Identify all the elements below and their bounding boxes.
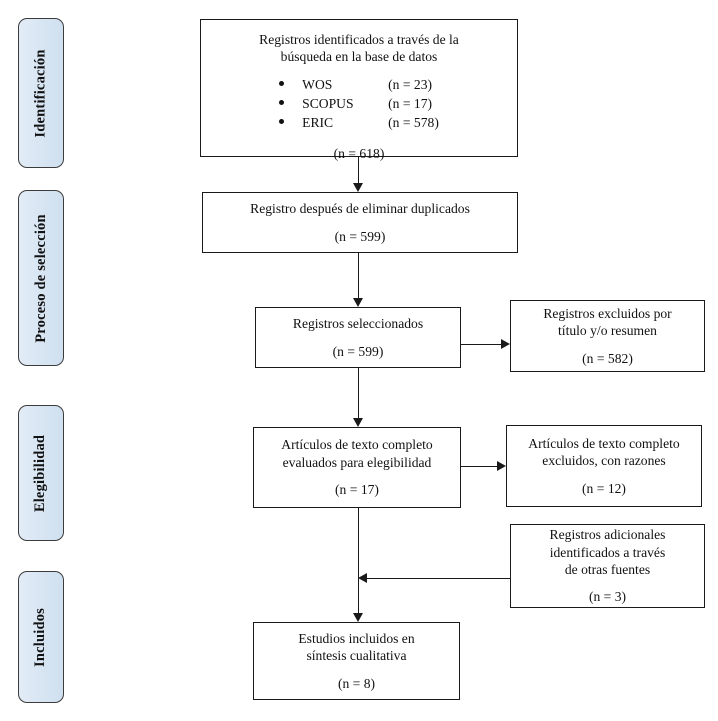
box-excluded-title-abstract-line1: Registros excluidos por	[543, 305, 672, 321]
source-database-list: WOS (n = 23) SCOPUS (n = 17) ERIC (n = 5…	[279, 75, 439, 133]
stage-incluidos: Incluidos	[18, 571, 64, 703]
box-included-studies-line1: Estudios incluidos en	[298, 630, 415, 646]
source-count-wos: (n = 23)	[388, 76, 433, 92]
arrow-down-icon	[353, 298, 363, 307]
box-additional-records-line3: de otras fuentes	[564, 562, 651, 577]
bullet-icon	[279, 80, 285, 86]
box-fulltext-assessed: Artículos de texto completo evaluados pa…	[253, 427, 461, 508]
arrow-down-icon	[353, 183, 363, 192]
box-records-screened-title: Registros seleccionados	[292, 316, 424, 332]
bullet-icon	[279, 100, 285, 106]
box-fulltext-excluded-count: (n = 12)	[582, 480, 626, 496]
box-excluded-title-abstract-line2: título y/o resumen	[558, 323, 657, 339]
arrow-left-icon	[358, 573, 367, 583]
source-item-eric: ERIC (n = 578)	[279, 113, 439, 132]
box-fulltext-assessed-line1: Artículos de texto completo	[281, 437, 433, 453]
arrow-down-icon	[353, 418, 363, 427]
bullet-icon	[279, 119, 285, 125]
arrow-right-icon	[501, 339, 510, 349]
connector-fulltext-to-excluded	[461, 466, 497, 467]
box-records-identified-title-line1: Registros identificados a través de la	[259, 32, 459, 47]
source-count-scopus: (n = 17)	[388, 96, 433, 112]
source-name-wos: WOS	[302, 76, 333, 92]
stage-identificacion: Identificación	[18, 18, 64, 168]
box-records-identified: Registros identificados a través de la b…	[200, 19, 518, 161]
box-included-studies-count: (n = 8)	[337, 675, 376, 691]
stage-label-proceso-de-seleccion: Proceso de selección	[32, 213, 49, 343]
box-additional-records-count: (n = 3)	[588, 589, 627, 605]
arrow-right-icon	[497, 461, 506, 471]
stage-elegibilidad: Elegibilidad	[18, 405, 64, 541]
source-item-wos: WOS (n = 23)	[279, 75, 439, 94]
box-additional-records-line1: Registros adicionales	[549, 527, 666, 543]
connector-duplicates-to-screened	[358, 253, 359, 298]
box-additional-records-line2: identificados a través	[549, 544, 666, 560]
source-name-eric: ERIC	[302, 115, 334, 131]
box-records-screened: Registros seleccionados (n = 599)	[255, 307, 461, 368]
box-duplicates-removed-title: Registro después de eliminar duplicados	[250, 201, 470, 217]
box-fulltext-assessed-line2: evaluados para elegibilidad	[282, 454, 432, 470]
stage-proceso-de-seleccion: Proceso de selección	[18, 190, 64, 366]
box-excluded-title-abstract: Registros excluidos por título y/o resum…	[510, 300, 705, 372]
connector-additional-to-main	[367, 578, 510, 579]
connector-screened-to-excluded	[461, 344, 501, 345]
stage-label-elegibilidad: Elegibilidad	[32, 434, 49, 512]
box-excluded-title-abstract-count: (n = 582)	[582, 350, 633, 366]
box-additional-records: Registros adicionales identificados a tr…	[510, 524, 705, 608]
box-fulltext-assessed-count: (n = 17)	[335, 482, 379, 498]
box-included-studies: Estudios incluidos en síntesis cualitati…	[253, 622, 460, 700]
stage-label-identificacion: Identificación	[32, 48, 49, 138]
source-item-scopus: SCOPUS (n = 17)	[279, 94, 439, 113]
box-included-studies-line2: síntesis cualitativa	[306, 648, 407, 664]
box-duplicates-removed-count: (n = 599)	[334, 228, 386, 244]
source-name-scopus: SCOPUS	[302, 96, 354, 112]
stage-label-incluidos: Incluidos	[32, 607, 49, 667]
box-records-identified-title-line2: búsqueda en la base de datos	[280, 49, 438, 65]
box-fulltext-excluded-line1: Artículos de texto completo	[528, 435, 680, 451]
connector-identified-to-duplicates	[358, 157, 359, 183]
connector-fulltext-to-included	[358, 508, 359, 613]
source-count-eric: (n = 578)	[388, 115, 439, 131]
arrow-down-icon	[353, 613, 363, 622]
box-fulltext-excluded: Artículos de texto completo excluidos, c…	[506, 425, 702, 507]
box-records-screened-count: (n = 599)	[332, 343, 384, 359]
box-fulltext-excluded-line2: excluidos, con razones	[542, 453, 666, 469]
connector-screened-to-fulltext	[358, 368, 359, 418]
box-duplicates-removed: Registro después de eliminar duplicados …	[202, 192, 518, 253]
box-records-identified-total: (n = 618)	[333, 145, 385, 161]
